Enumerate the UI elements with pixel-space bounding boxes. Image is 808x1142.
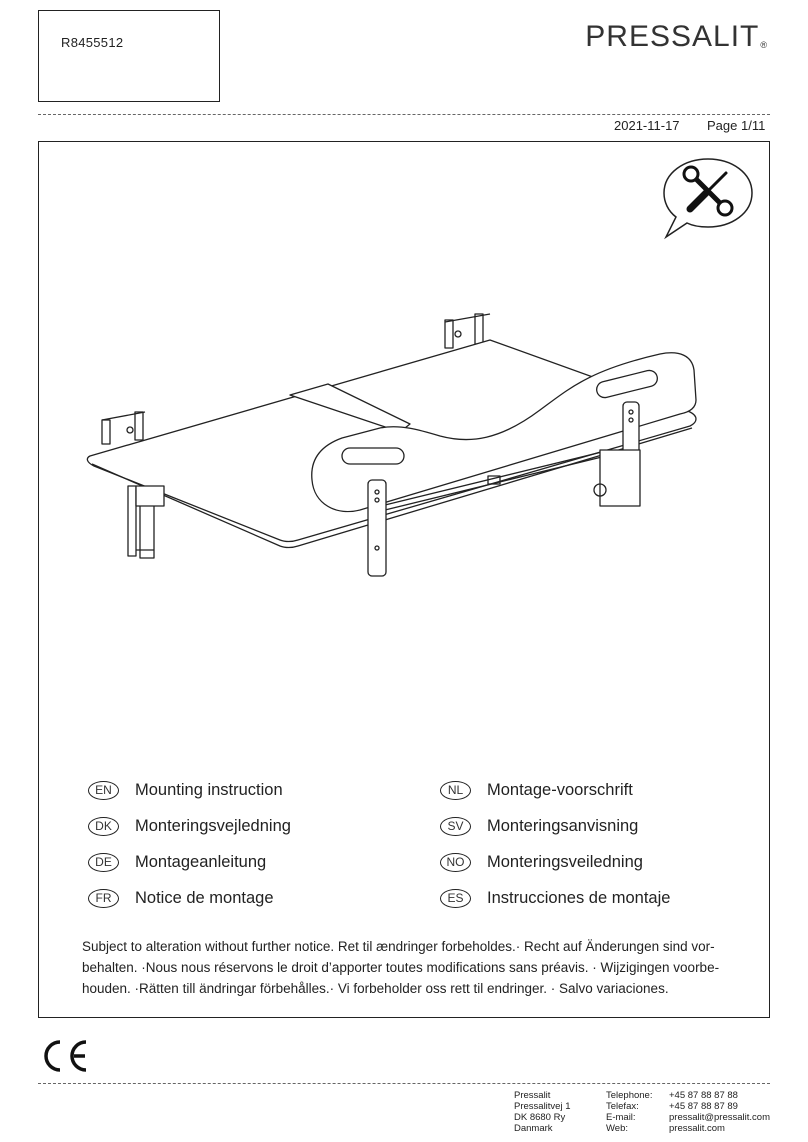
address-line: Pressalit	[514, 1090, 551, 1101]
language-row-de: DE Montageanleitung	[88, 849, 266, 875]
language-row-no: NO Monteringsveiledning	[440, 849, 643, 875]
language-title: Monteringsvejledning	[135, 816, 291, 835]
telephone-value: +45 87 88 87 88	[669, 1090, 738, 1101]
language-row-en: EN Mounting instruction	[88, 777, 283, 803]
language-code: SV	[440, 816, 471, 836]
language-title: Instrucciones de montaje	[487, 888, 671, 907]
language-row-fr: FR Notice de montage	[88, 885, 274, 911]
language-title: Monteringsanvisning	[487, 816, 639, 835]
footer-address: Pressalit Pressalitvej 1 DK 8680 Ry Danm…	[514, 1090, 571, 1134]
footer-divider	[38, 1083, 770, 1084]
email-link[interactable]: pressalit@pressalit.com	[669, 1112, 770, 1123]
language-code: NO	[440, 852, 471, 872]
language-title: Montageanleitung	[135, 852, 267, 871]
footer-contact-labels: Telephone: Telefax: E-mail: Web:	[606, 1090, 652, 1134]
language-row-nl: NL Montage-voorschrift	[440, 777, 633, 803]
telefax-value: +45 87 88 87 89	[669, 1101, 738, 1112]
language-code: FR	[88, 888, 119, 908]
brand-name: PRESSALIT	[585, 20, 760, 53]
address-line: DK 8680 Ry	[514, 1112, 566, 1123]
main-frame	[38, 141, 770, 1018]
registered-mark: ®	[760, 40, 768, 50]
web-link[interactable]: pressalit.com	[669, 1123, 725, 1134]
language-title: Montage-voorschrift	[487, 780, 633, 799]
notice-line: houden. ·Rätten till ändringar förbehåll…	[82, 981, 669, 996]
alteration-notice: Subject to alteration without further no…	[82, 936, 732, 999]
address-line: Danmark	[514, 1123, 553, 1134]
address-line: Pressalitvej 1	[514, 1101, 571, 1112]
reference-number: R8455512	[61, 35, 124, 50]
language-code: DE	[88, 852, 119, 872]
language-row-dk: DK Monteringsvejledning	[88, 813, 291, 839]
language-code: EN	[88, 780, 119, 800]
product-illustration	[86, 313, 697, 577]
language-code: ES	[440, 888, 471, 908]
top-divider	[38, 114, 770, 115]
language-title: Notice de montage	[135, 888, 274, 907]
language-code: NL	[440, 780, 471, 800]
reference-box: R8455512	[38, 10, 220, 102]
contact-label: E-mail:	[606, 1112, 636, 1123]
notice-line: Subject to alteration without further no…	[82, 939, 715, 954]
language-title: Monteringsveiledning	[487, 852, 643, 871]
contact-label: Telephone:	[606, 1090, 653, 1101]
language-row-sv: SV Monteringsanvisning	[440, 813, 638, 839]
ce-mark-icon	[44, 1040, 87, 1072]
brand-logo: PRESSALIT®	[585, 20, 768, 54]
language-title: Mounting instruction	[135, 780, 283, 799]
contact-label: Web:	[606, 1123, 629, 1134]
language-row-es: ES Instrucciones de montaje	[440, 885, 670, 911]
document-date: 2021-11-17	[614, 118, 680, 133]
footer-contact-values: +45 87 88 87 88 +45 87 88 87 89 pressali…	[669, 1090, 770, 1134]
language-code: DK	[88, 816, 119, 836]
page-number: Page 1/11	[707, 118, 766, 133]
screwdriver-and-wrench-icon	[663, 158, 753, 240]
notice-line: behalten. ·Nous nous réservons le droit …	[82, 960, 720, 975]
contact-label: Telefax:	[606, 1101, 639, 1112]
